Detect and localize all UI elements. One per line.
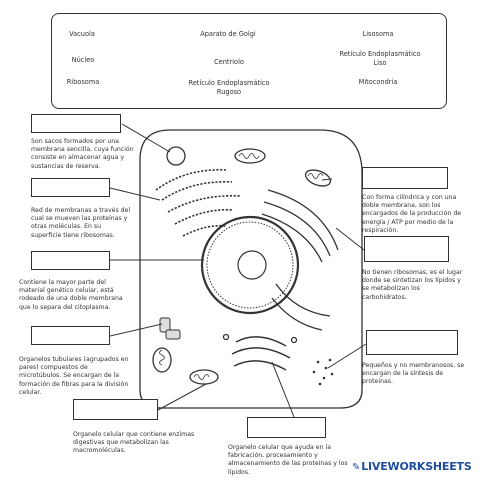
answer-box-lisosoma[interactable] (73, 399, 158, 420)
answer-box-rel[interactable] (364, 236, 449, 262)
description-golgi: Organelo celular que ayuda en la fabrica… (228, 444, 348, 476)
answer-box-centriolo[interactable] (31, 326, 110, 345)
word-bank-item-vacuola: Vacuola (69, 30, 95, 38)
description-rer: Red de membranas a través del cual se mu… (31, 207, 131, 239)
word-bank-item-golgi: Aparato de Golgi (200, 30, 256, 38)
description-nucleo: Contiene la mayor parte del material gen… (19, 279, 123, 311)
nucleus-outer (200, 215, 300, 315)
word-bank-item-nucleo: Núcleo (71, 56, 95, 64)
mitochondrion-top (234, 148, 266, 164)
ribosome-dots (312, 358, 334, 386)
centriole-shape (159, 317, 181, 340)
mitochondrion-bottom (189, 369, 219, 385)
description-rel: No tienen ribosomas, es el lugar donde s… (362, 269, 463, 301)
vacuole-shape (166, 146, 186, 166)
golgi-stack (231, 336, 291, 371)
description-mitocondria: Con forma cilíndrica y con una doble mem… (362, 194, 462, 234)
word-bank-item-rer: Retículo Endoplasmático Rugoso (188, 79, 270, 96)
mitochondrion-left (152, 347, 172, 373)
description-ribosoma: Pequeños y no membranosos, se encargan d… (362, 362, 465, 386)
leader-lines (109, 123, 367, 428)
description-centriolo: Organelos tubulares (agrupados en pares)… (19, 356, 129, 396)
answer-box-ribosoma[interactable] (366, 330, 458, 355)
answer-box-nucleo[interactable] (31, 251, 110, 270)
answer-box-mitocondria[interactable] (362, 167, 448, 189)
word-bank-item-rel: Retículo Endoplasmático Liso (339, 50, 421, 67)
rough-er (155, 169, 241, 237)
liveworksheets-logo: ✎LIVEWORKSHEETS (352, 460, 472, 473)
description-vacuola: Son sacos formados por una membrana senc… (31, 138, 134, 170)
brand-text: LIVEWORKSHEETS (361, 460, 472, 473)
word-bank-item-mitocondria: Mitocondria (358, 78, 398, 86)
nucleus-inner (206, 221, 294, 309)
mitochondrion-right (304, 169, 332, 187)
nucleolus (237, 250, 267, 280)
word-bank-item-ribosoma: Ribosoma (66, 78, 100, 86)
word-bank-item-centriolo: Centriolo (214, 58, 244, 66)
word-bank: Vacuola Aparato de Golgi Lisosoma Núcleo… (51, 13, 447, 109)
pencil-icon: ✎ (352, 462, 361, 473)
vesicle (222, 333, 230, 341)
smooth-er (261, 189, 339, 331)
answer-box-vacuola[interactable] (31, 114, 121, 133)
cell-membrane (139, 129, 363, 409)
description-lisosoma: Organelo celular que contiene enzimas di… (73, 431, 195, 455)
answer-box-rer[interactable] (31, 178, 110, 197)
word-bank-item-lisosoma: Lisosoma (362, 30, 394, 38)
answer-box-golgi[interactable] (247, 417, 326, 438)
vesicle (290, 336, 298, 344)
